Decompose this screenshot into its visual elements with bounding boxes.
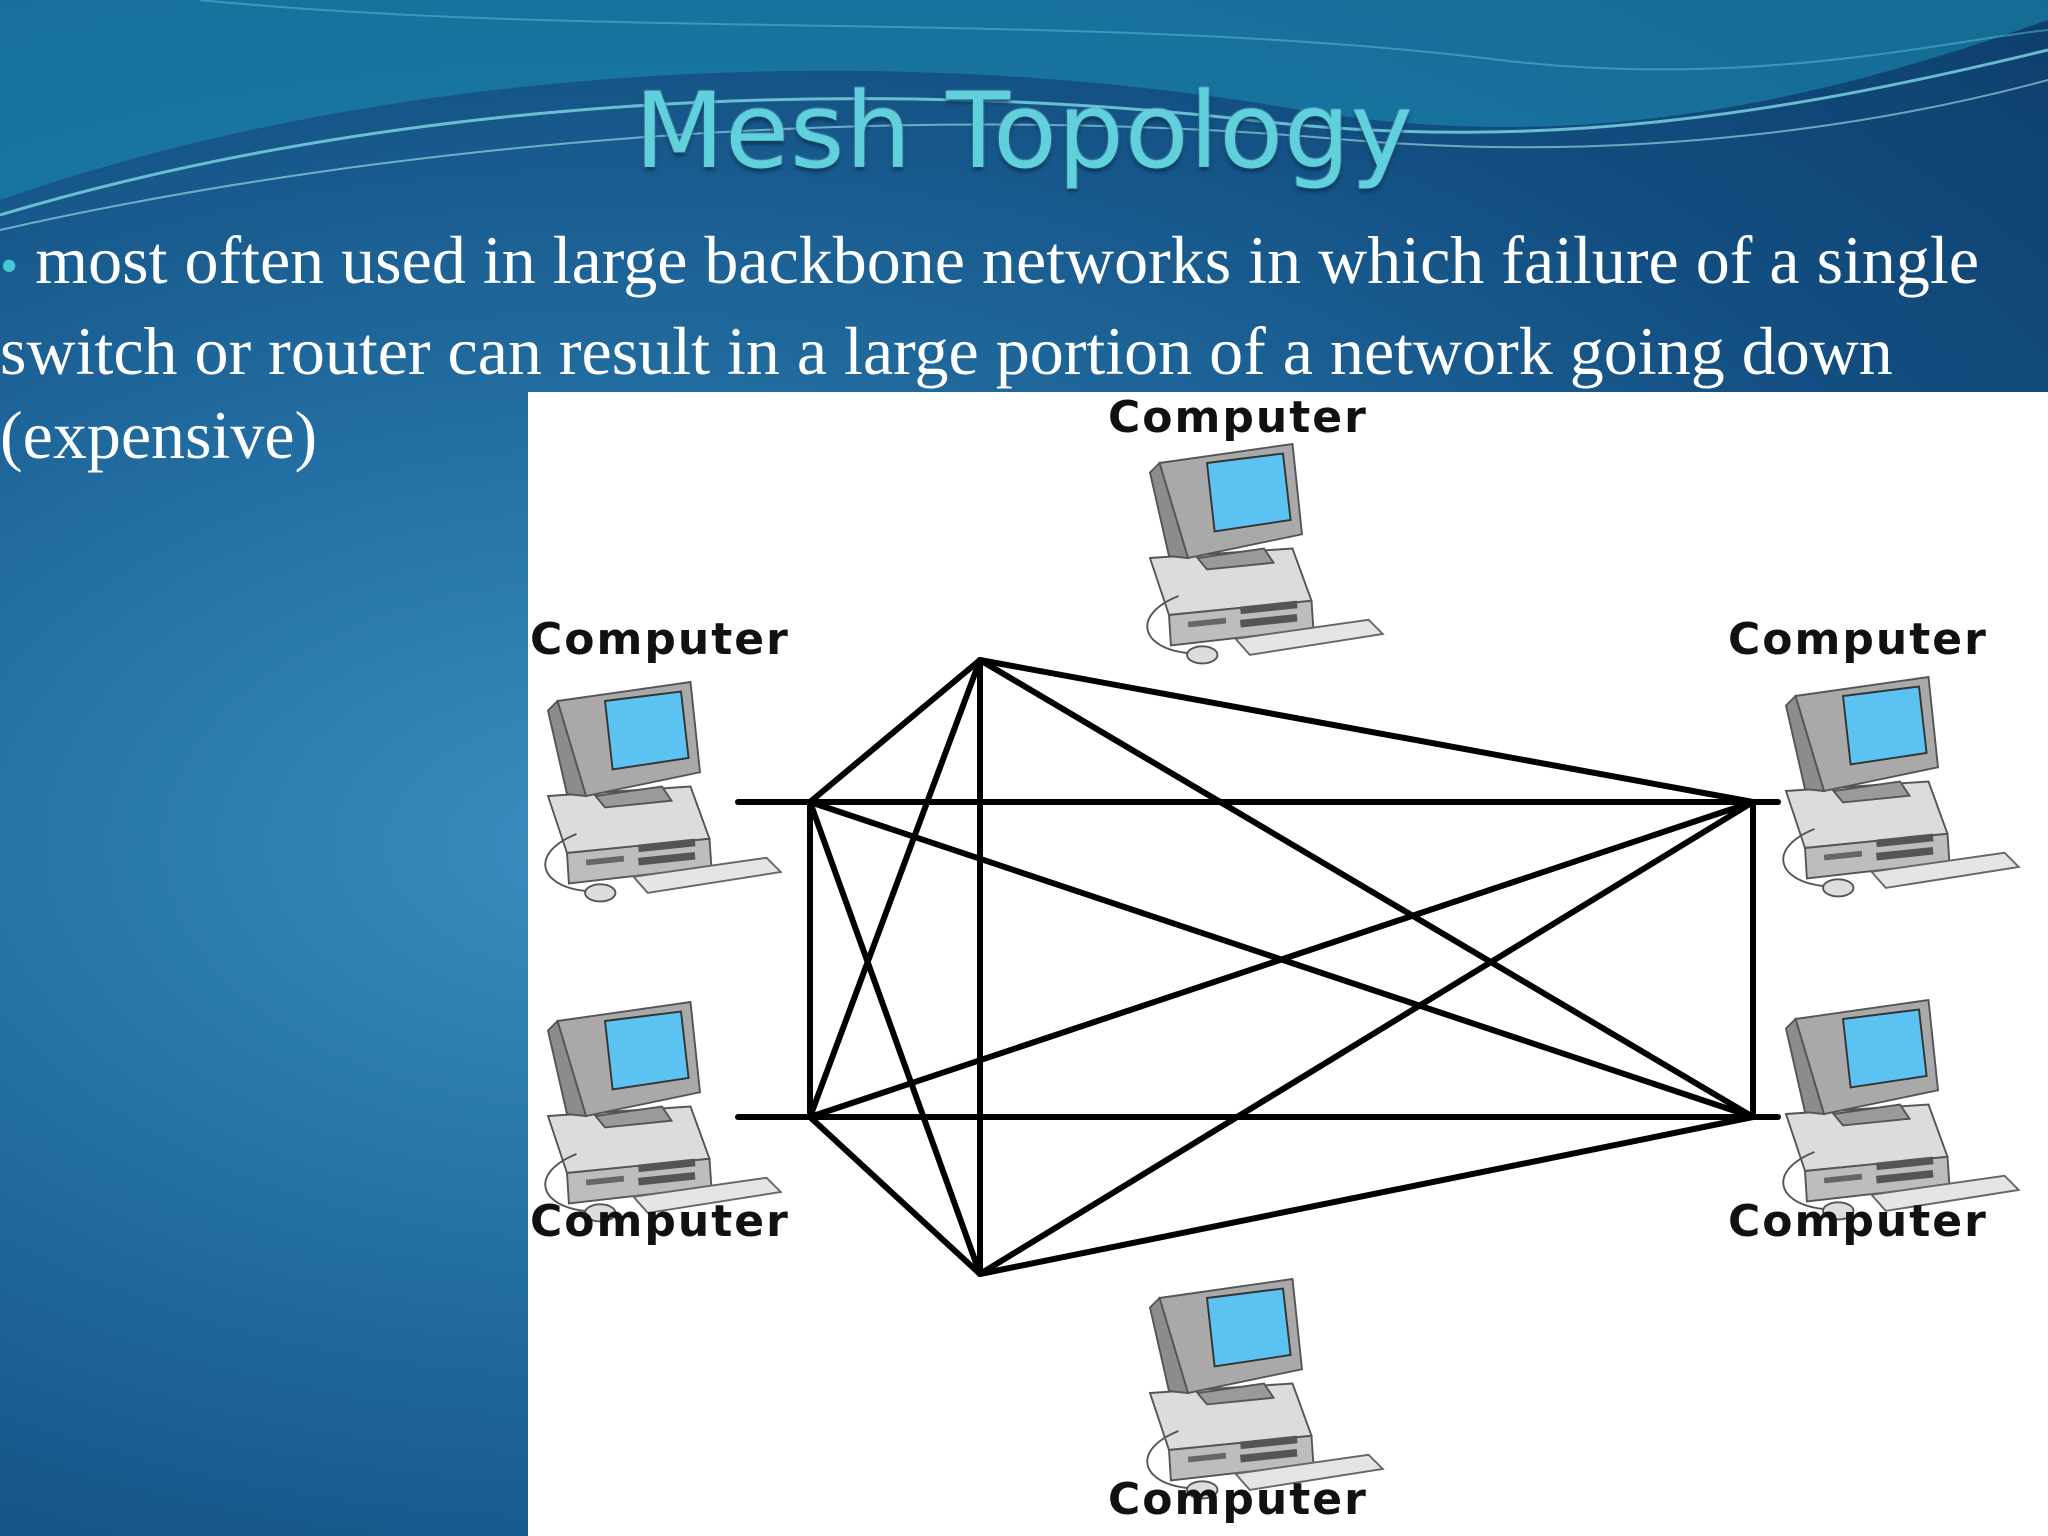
link — [807, 799, 1756, 1120]
computer-icon — [1146, 443, 1384, 665]
computer-label-upper-left: Computer — [530, 614, 790, 665]
link — [977, 657, 1756, 1120]
bullet-marker: • — [0, 238, 19, 295]
computer-icon — [544, 681, 782, 903]
link — [977, 799, 1756, 1277]
computer-icon — [1782, 999, 2020, 1221]
link — [807, 1114, 983, 1277]
computer-label-lower-left: Computer — [530, 1196, 790, 1247]
mesh-links — [735, 657, 1781, 1277]
computer-icon — [1782, 676, 2020, 898]
header-waves — [0, 0, 2048, 231]
link — [807, 657, 983, 805]
computer-label-upper-right: Computer — [1728, 614, 1988, 665]
mesh-diagram-svg — [544, 443, 2020, 1500]
computer-icon — [1146, 1278, 1384, 1500]
slide-title: Mesh Topology — [634, 70, 1414, 192]
link — [977, 657, 1756, 805]
mesh-diagram: Computer Computer Computer Computer Comp… — [528, 392, 2048, 1536]
computer-icon — [544, 1001, 782, 1223]
link — [977, 1114, 1756, 1277]
computer-label-top: Computer — [1108, 392, 1368, 443]
computer-label-lower-right: Computer — [1728, 1196, 1988, 1247]
bullet-paragraph: • most often used in large backbone netw… — [0, 218, 2048, 477]
link — [807, 657, 983, 1120]
link — [807, 799, 983, 1277]
bullet-text: most often used in large backbone networ… — [0, 222, 1979, 473]
computer-label-bottom: Computer — [1108, 1474, 1368, 1525]
